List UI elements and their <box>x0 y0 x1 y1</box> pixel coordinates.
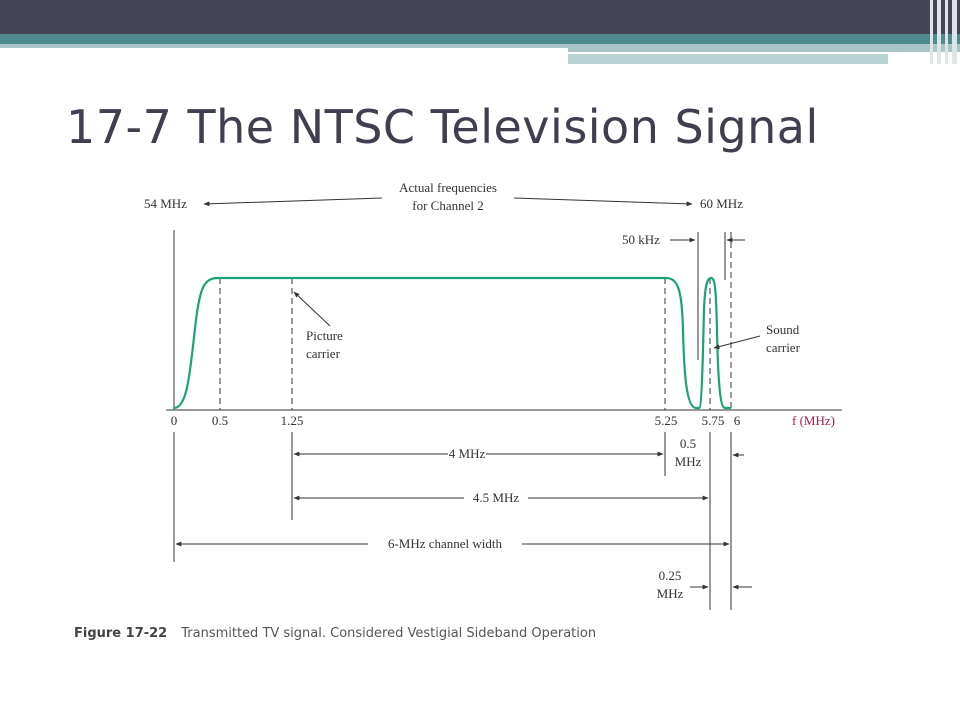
label-picture: Picture <box>306 328 343 343</box>
tick-label-0: 0 <box>171 413 178 428</box>
spectrum-curve <box>173 276 731 410</box>
label-54mhz: 54 MHz <box>144 196 187 211</box>
dim-label-channel-width: 6-MHz channel width <box>388 536 503 551</box>
label-sound: Sound <box>766 322 800 337</box>
arrow-to-54mhz <box>203 197 383 207</box>
figure-caption-text: Transmitted TV signal. Considered Vestig… <box>181 626 597 641</box>
label-actual-frequencies: Actual frequencies <box>399 180 497 195</box>
axis-label-f-mhz: f (MHz) <box>792 413 835 428</box>
arrow-to-60mhz <box>513 197 693 207</box>
header-accent-stripe <box>0 44 570 48</box>
dim-label-0.5: 0.5 <box>680 436 696 451</box>
header-accent-stripe-lower <box>568 54 888 64</box>
header-vertical-stripe <box>952 0 957 64</box>
label-sound-carrier: carrier <box>766 340 801 355</box>
tick-label-1.25: 1.25 <box>281 413 304 428</box>
header-bar <box>0 0 960 34</box>
label-60mhz: 60 MHz <box>700 196 743 211</box>
dim-label-0.25: 0.25 <box>659 568 682 583</box>
slide-title: 17-7 The NTSC Television Signal <box>66 100 819 154</box>
header-vertical-stripe <box>945 0 948 64</box>
tick-label-6: 6 <box>734 413 741 428</box>
header-vertical-stripe <box>930 0 933 64</box>
dim-label-0.25-mhz: MHz <box>657 586 684 601</box>
header-accent-stripe-right <box>568 44 960 52</box>
dim-label-0.5-mhz: MHz <box>675 454 702 469</box>
arrow-sound-carrier <box>713 335 761 349</box>
dim-label-4mhz: 4 MHz <box>449 446 486 461</box>
label-for-channel-2: for Channel 2 <box>412 198 483 213</box>
label-50khz: 50 kHz <box>622 232 660 247</box>
figure-caption: Figure 17-22 Transmitted TV signal. Consi… <box>74 626 596 641</box>
tick-label-0.5: 0.5 <box>212 413 228 428</box>
figure-number: Figure 17-22 <box>74 626 168 641</box>
header-accent-bar <box>0 34 960 44</box>
arrow-picture-carrier <box>293 291 331 327</box>
tick-label-5.75: 5.75 <box>702 413 725 428</box>
dim-label-4.5mhz: 4.5 MHz <box>473 490 519 505</box>
header-vertical-stripe <box>937 0 941 64</box>
tick-label-5.25: 5.25 <box>655 413 678 428</box>
ntsc-spectrum-diagram: 54 MHz 60 MHz Actual frequencies for Cha… <box>144 180 842 610</box>
label-picture-carrier: carrier <box>306 346 341 361</box>
